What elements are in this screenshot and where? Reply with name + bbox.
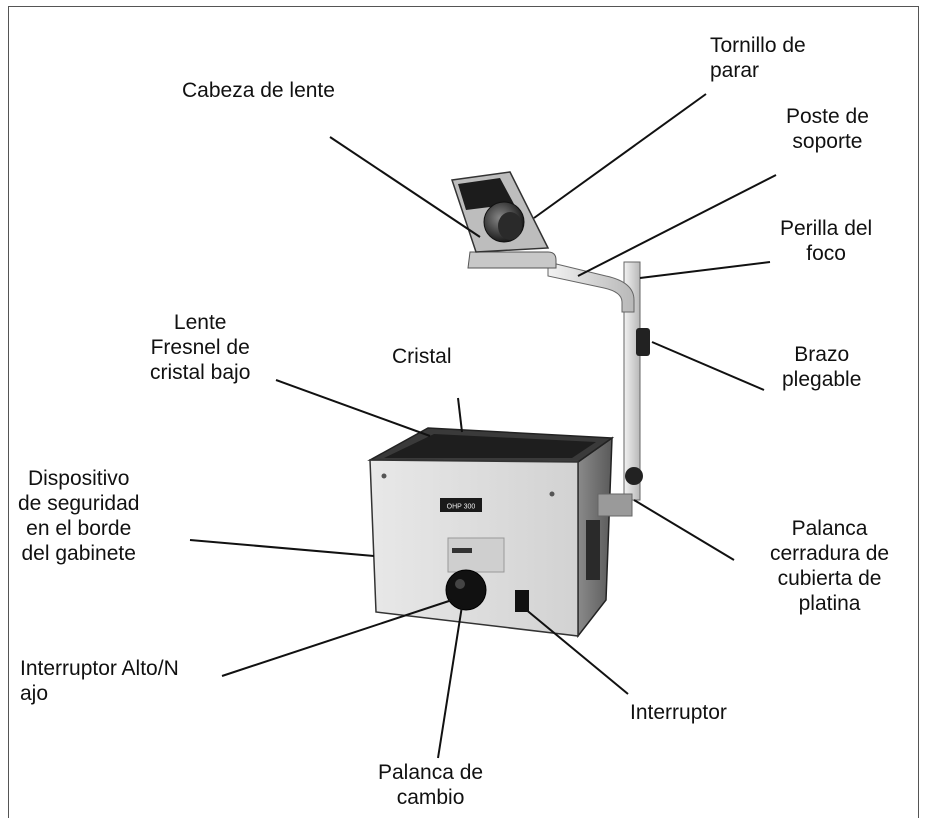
label-stage-lock-lever: Palanca cerradura de cubierta de platina bbox=[770, 517, 890, 615]
lens-head bbox=[451, 171, 557, 269]
power-switch bbox=[515, 590, 529, 612]
label-fresnel-lens: Lente Fresnel de cristal bajo bbox=[150, 311, 251, 384]
label-support-post: Poste de soporte bbox=[786, 105, 869, 153]
label-high-low-switch: Interruptor Alto/N ajo bbox=[20, 657, 179, 705]
change-lever-knob bbox=[445, 569, 487, 611]
label-lens-head: Cabeza de lente bbox=[182, 79, 335, 102]
cabinet: OHP 300 bbox=[367, 427, 615, 639]
label-switch: Interruptor bbox=[630, 701, 727, 724]
leader-lines bbox=[189, 93, 777, 759]
label-glass: Cristal bbox=[392, 345, 452, 368]
label-focus-knob: Perilla del foco bbox=[780, 217, 873, 265]
label-change-lever: Palanca de cambio bbox=[378, 761, 484, 809]
label-stop-screw: Tornillo de parar bbox=[710, 34, 806, 82]
image-frame bbox=[8, 6, 919, 818]
support-post-assembly bbox=[547, 261, 650, 517]
device-badge: OHP 300 bbox=[447, 504, 476, 511]
label-safety-device: Dispositivo de seguridad en el borde del… bbox=[18, 467, 140, 565]
label-folding-arm: Brazo plegable bbox=[782, 343, 862, 391]
